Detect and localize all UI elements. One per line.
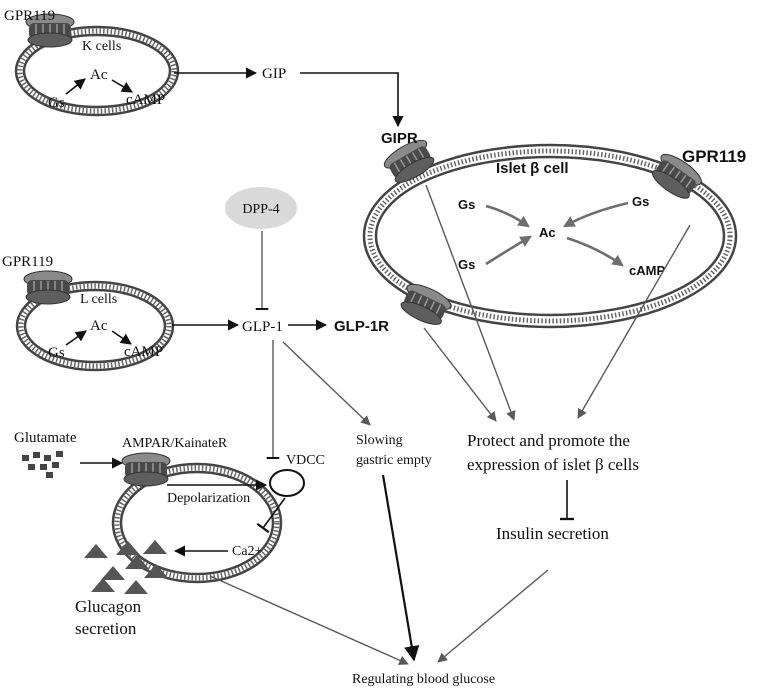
dpp4-bubble [225,187,297,229]
glucagon-icon [84,540,168,594]
glucagon-label-line2: secretion [75,619,137,638]
insulin-label: Insulin secretion [496,524,609,543]
l-cell-gs: Gs [48,345,65,361]
vdcc-to-calcium-line [256,497,286,534]
glucagon-label-line1: Glucagon [75,597,142,616]
insulin-to-regulating-arrow [437,569,549,663]
slowing-to-regulating-arrow [381,474,420,662]
k-cell-ac-to-camp-arrow [111,79,133,93]
l-cell-gpr119-receptor-icon [23,270,73,305]
gip-label: GIP [262,66,286,82]
regulating-label: Regulating blood glucose [352,672,495,687]
beta-cell-name: Islet β cell [496,160,569,177]
l-cell-gs-to-ac-arrow [65,330,87,346]
beta-gs-ll-to-ac-arrow [485,235,533,266]
depolarization-label: Depolarization [167,491,250,506]
k-cell-name: K cells [82,39,121,54]
ampar-label: AMPAR/KainateR [122,436,228,451]
k-cell-gs: Gs [48,95,65,111]
l-cell-gpr119-label: GPR119 [2,254,53,270]
beta-camp: cAMP [629,263,665,278]
beta-gs-ur-to-ac-arrow [562,201,629,228]
gip-to-gipr-arrow [300,72,404,128]
ampar-receptor-icon [121,452,171,487]
k-cell-camp: cAMP [126,92,165,108]
alpha-cell-to-regulating-arrow [209,575,409,665]
gpr119-to-protect-arrow [577,224,691,419]
l-cell-ac: Ac [90,318,108,334]
gipr-to-protect-arrow [425,184,516,421]
beta-gs-upper-right: Gs [632,194,649,209]
glp1r-to-protect-arrow [423,327,497,422]
protect-label-line1: Protect and promote the [467,431,630,450]
glutamate-icon [22,451,63,478]
beta-gs-lower-left: Gs [458,257,475,272]
beta-gs-ul-to-ac-arrow [485,204,530,228]
glp1-label: GLP-1 [242,319,283,335]
l-cell-name: L cells [80,292,117,307]
beta-ac: Ac [539,225,556,240]
alpha-cell: AMPAR/KainateR VDCC Depolarization Ca2+ [111,436,325,584]
glp1r-label: GLP-1R [334,318,389,335]
slowing-label-line2: gastric empty [356,453,432,468]
k-cell-gpr119-label: GPR119 [4,8,55,24]
l-cell: GPR119 L cells Gs Ac cAMP [2,254,175,372]
k-cell-ac: Ac [90,67,108,83]
vdcc-label: VDCC [286,453,325,468]
k-cell: GPR119 K cells Gs Ac cAMP [4,8,180,117]
l-cell-camp: cAMP [124,344,163,360]
dpp4-label: DPP-4 [242,202,279,217]
islet-beta-cell: GIPR GPR119 Islet β cell Gs Gs Gs Ac cAM… [362,130,746,331]
beta-ac-to-camp-arrow [566,236,624,267]
glutamate-label: Glutamate [14,430,77,446]
glp1r-receptor-icon [395,278,455,331]
glp1-to-slowing-arrow [282,341,371,426]
vdcc-channel-icon [269,469,305,497]
slowing-label-line1: Slowing [356,433,403,448]
l-cell-ac-to-camp-arrow [111,330,132,345]
beta-gpr119-label: GPR119 [682,147,746,166]
beta-gs-upper-left: Gs [458,197,475,212]
calcium-label: Ca2+ [232,544,263,559]
protect-label-line2: expression of islet β cells [467,455,639,474]
gipr-label: GIPR [381,130,418,147]
k-cell-gs-to-ac-arrow [65,78,86,95]
